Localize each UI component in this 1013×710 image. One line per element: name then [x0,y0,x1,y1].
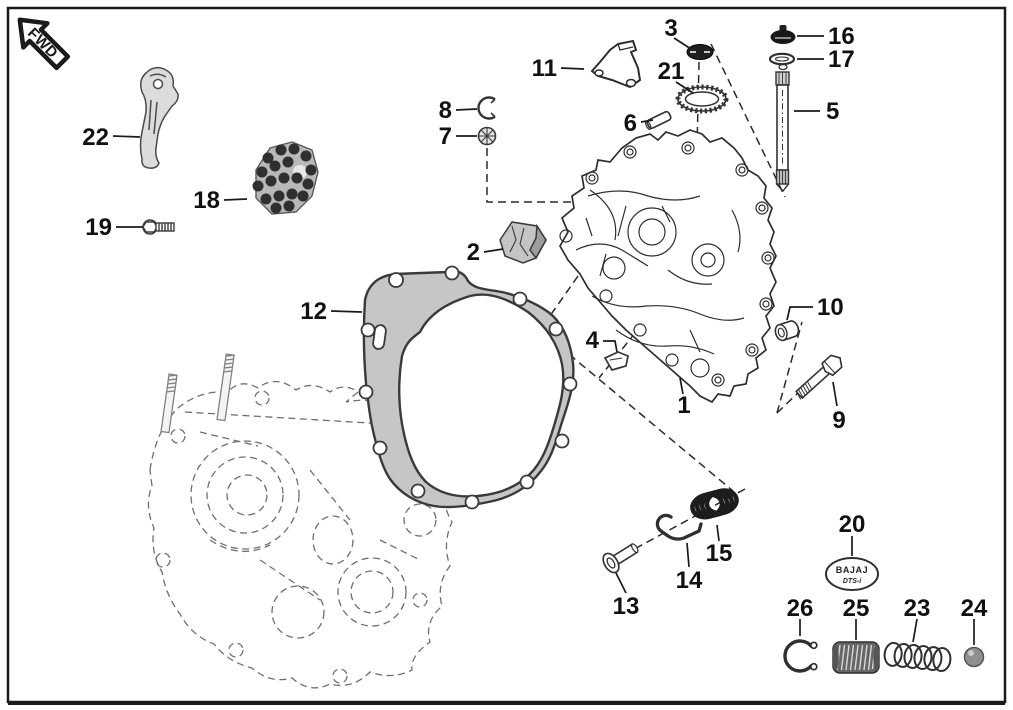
callout-label-15: 15 [706,540,733,567]
callout-label-16: 16 [828,23,855,50]
part-19-screw [142,219,175,235]
part-22-lever-plate [139,66,179,169]
callout-labels: 22 18 19 8 7 11 3 21 6 16 17 5 2 12 1 4 … [82,15,988,622]
callout-label-12: 12 [300,298,327,325]
part-16-cap [770,25,796,44]
part-24-ball [963,646,985,668]
part-9-flange-bolt [795,354,843,400]
part-14-hook-lever [655,513,703,541]
part-5-pump-shaft [775,63,790,193]
part-15-torsion-spring [690,488,739,520]
part-23-coil-spring [883,641,952,672]
callout-label-24: 24 [961,595,988,622]
part-12-cover-gasket [358,265,578,510]
part-4-clamp [603,351,629,371]
callout-label-11: 11 [532,55,557,82]
callout-label-2: 2 [467,239,480,266]
part-18-roller-retainer [252,141,319,215]
callout-label-23: 23 [904,595,931,622]
callout-label-4: 4 [586,327,600,354]
callout-label-21: 21 [658,58,685,85]
callout-label-17: 17 [828,46,855,73]
part-20-emblem-plate: BAJAJ DTS-i [825,557,879,591]
callout-label-19: 19 [85,214,112,241]
part-10-bush [774,320,800,342]
part-7-steel-ball [477,126,497,146]
callout-label-1: 1 [677,392,690,419]
part-1-clutch-cover [559,129,777,404]
part-8-snap-ring [477,96,496,120]
part-3-adjuster-nut [686,44,714,60]
callout-label-7: 7 [439,123,452,150]
callout-label-26: 26 [787,595,814,622]
part-17-o-ring [768,52,796,66]
callout-leader-lines [112,35,975,645]
callout-label-13: 13 [613,593,640,620]
callout-label-22: 22 [82,124,109,151]
callout-label-10: 10 [817,294,844,321]
part-21-worm-wheel [675,84,729,114]
part-25-compression-spring [832,641,880,674]
part-11-bracket [590,39,642,89]
brand-sub-text: DTS-i [843,578,862,585]
brand-name-text: BAJAJ [836,565,869,575]
fwd-direction-badge: FWD [17,17,71,71]
callout-label-9: 9 [832,407,845,434]
callout-label-6: 6 [624,110,637,137]
callout-label-25: 25 [843,595,870,622]
callout-label-8: 8 [439,97,452,124]
page-border [6,6,1007,705]
part-26-circlip [783,639,818,673]
crankcase-studs [160,353,235,434]
part-13-pivot-pin [602,542,639,574]
fwd-arrow-icon [17,17,71,71]
callout-label-5: 5 [826,98,839,125]
callout-label-3: 3 [664,15,677,42]
part-2-breather-element [499,221,547,264]
callout-label-14: 14 [676,567,703,594]
callout-label-18: 18 [193,187,220,214]
callout-label-20: 20 [839,511,866,538]
